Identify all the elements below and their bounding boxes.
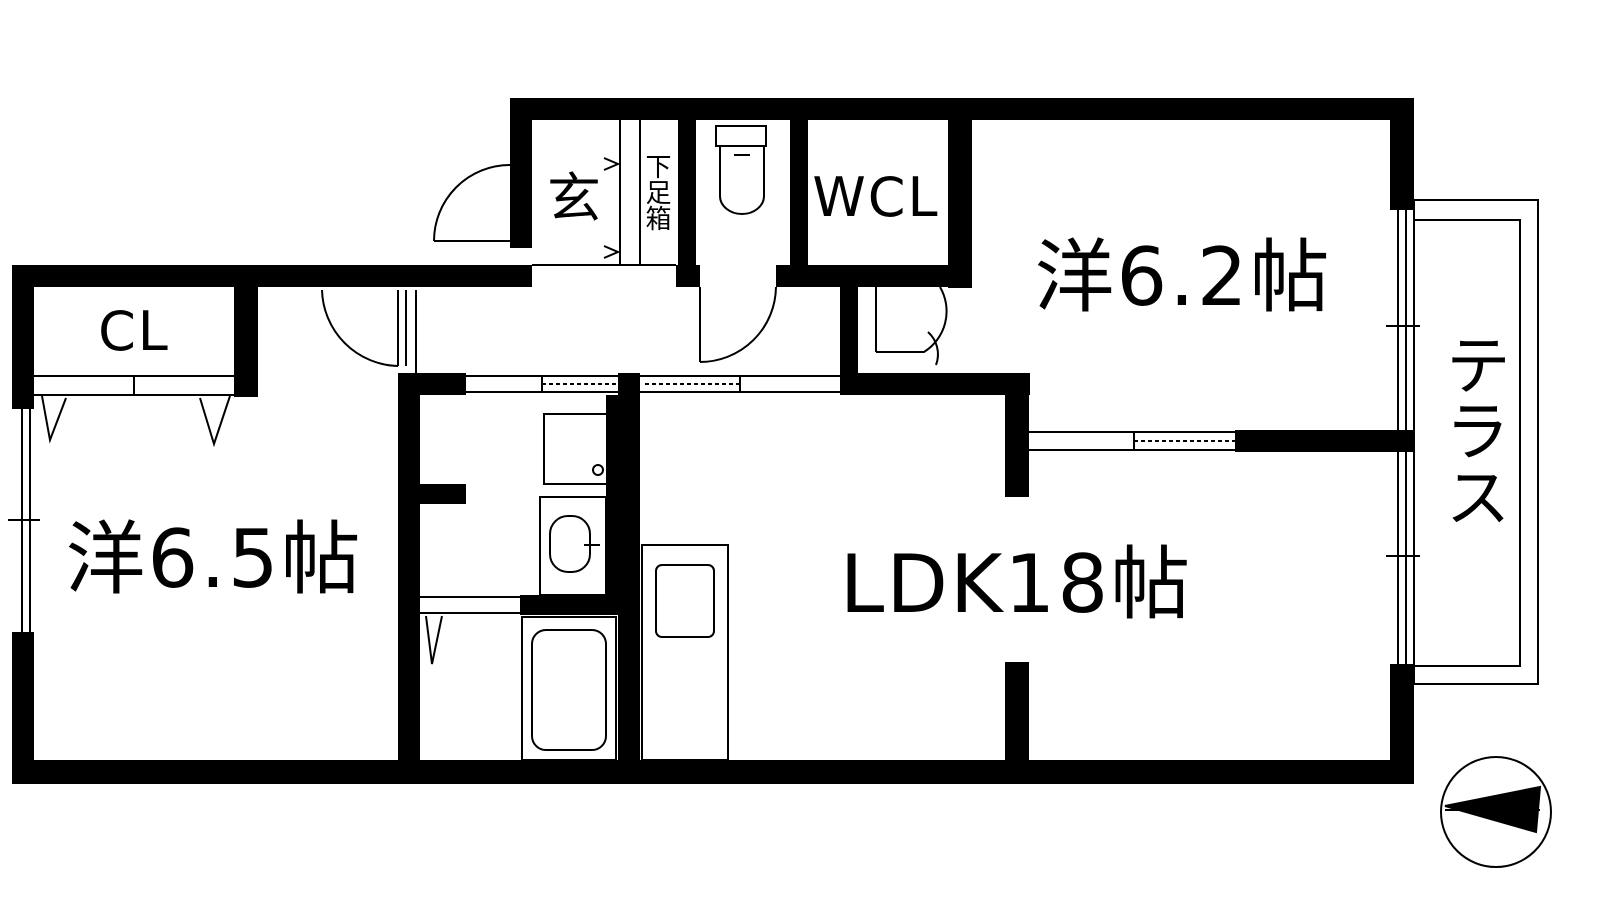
- room-label-entrance: 玄: [547, 167, 603, 230]
- room-label-ldk: LDK18帖: [839, 538, 1193, 631]
- room-label-western-right: 洋6.2帖: [1034, 231, 1332, 324]
- wall: [618, 373, 640, 763]
- room-label-closet: CL: [98, 300, 170, 363]
- wash-basin: [539, 496, 607, 596]
- room-label-shoe-cabinet: 下足箱: [641, 153, 671, 231]
- wall: [1235, 430, 1415, 452]
- wall: [606, 395, 620, 600]
- wall: [12, 760, 1414, 784]
- north-arrow-icon: [1440, 756, 1552, 868]
- wall: [796, 265, 972, 287]
- wall: [12, 632, 34, 784]
- wall: [510, 98, 1414, 120]
- wall: [840, 373, 1030, 395]
- wall: [1005, 373, 1029, 497]
- wall: [12, 265, 34, 409]
- room-label-western-left: 洋6.5帖: [65, 513, 363, 606]
- fixtures: [8, 120, 1539, 761]
- wall: [776, 265, 800, 287]
- terrace-inner: [1413, 219, 1521, 667]
- bathtub: [521, 616, 617, 761]
- wall: [398, 373, 420, 763]
- wall: [398, 373, 466, 395]
- toilet-tank: [715, 125, 767, 147]
- wall: [234, 287, 258, 397]
- wall: [510, 98, 532, 248]
- wall: [1390, 98, 1414, 210]
- wall: [1005, 662, 1029, 762]
- washing-machine: [543, 413, 615, 485]
- wall: [790, 120, 808, 265]
- wall: [420, 484, 466, 504]
- room-label-walk-in-closet: WCL: [812, 166, 940, 229]
- wall: [948, 120, 972, 288]
- wall: [676, 265, 700, 287]
- wall: [12, 265, 532, 287]
- kitchen-counter: [641, 544, 729, 761]
- walls: [12, 98, 1415, 784]
- wall: [1390, 664, 1414, 784]
- room-label-terrace: テラス: [1434, 331, 1511, 529]
- wall: [678, 120, 696, 265]
- compass: [1440, 756, 1552, 868]
- wall: [520, 595, 620, 615]
